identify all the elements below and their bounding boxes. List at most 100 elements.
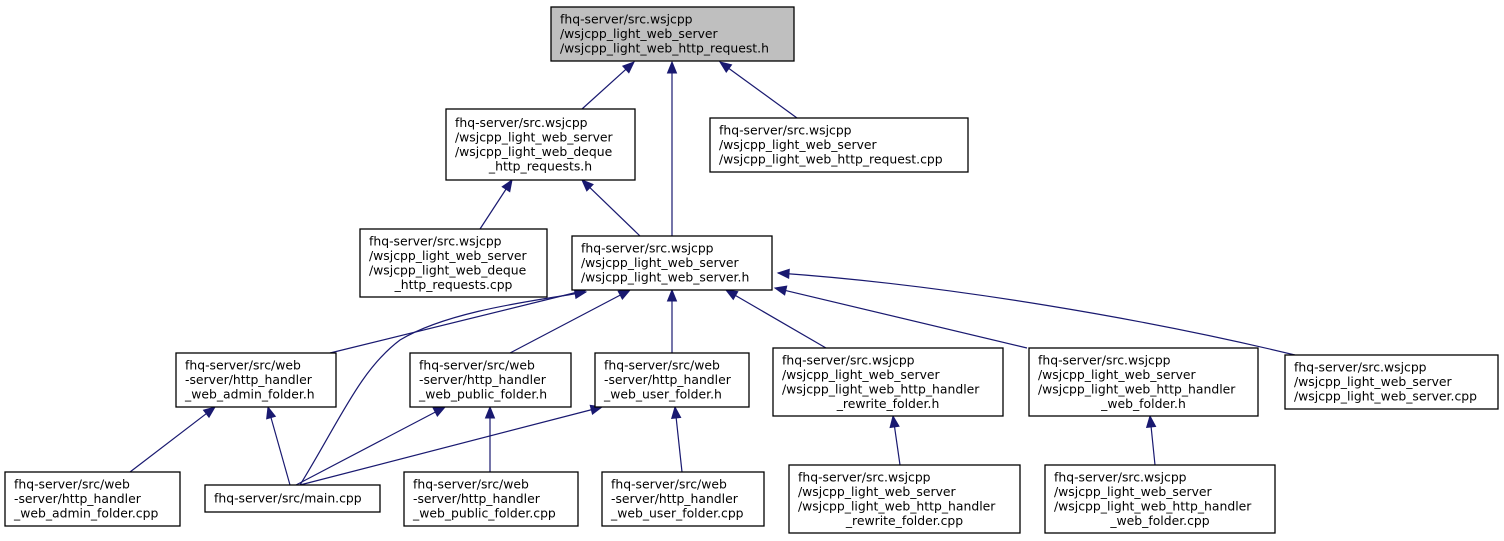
node-user-cpp[interactable]: fhq-server/src/web-server/http_handler_w…: [601, 471, 765, 527]
arrowhead-icon: [718, 61, 733, 74]
edge-line: [509, 294, 622, 354]
node-deque-h[interactable]: fhq-server/src.wsjcpp/wsjcpp_light_web_s…: [445, 108, 636, 181]
node-public-h[interactable]: fhq-server/src/web-server/http_handler_w…: [409, 352, 572, 408]
node-label-line: /wsjcpp_light_web_server: [369, 248, 528, 263]
arrowhead-icon: [671, 405, 682, 419]
node-label-line: fhq-server/src.wsjcpp: [581, 241, 714, 256]
node-label-line: -server/http_handler: [419, 372, 547, 387]
node-label-line: -server/http_handler: [185, 372, 313, 387]
edge-line: [581, 68, 627, 110]
node-label-line: _http_requests.cpp: [394, 277, 513, 292]
node-label-line: _rewrite_folder.cpp: [845, 513, 963, 528]
edge-rewrite-cpp-to-rewrite-h: [889, 414, 901, 466]
arrowhead-icon: [617, 289, 632, 300]
edge-line: [777, 272, 1296, 356]
node-box: [409, 352, 572, 408]
node-label-line: -server/http_handler: [611, 491, 739, 506]
node-label-line: _web_public_folder.h: [418, 387, 547, 402]
edge-main-cpp-to-admin-h: [266, 405, 291, 486]
edge-line: [1150, 425, 1156, 466]
node-public-cpp[interactable]: fhq-server/src/web-server/http_handler_w…: [403, 471, 579, 527]
node-label-line: /wsjcpp_light_web_server: [798, 484, 957, 499]
node-label-line: fhq-server/src.wsjcpp: [1054, 469, 1187, 484]
edge-line: [727, 67, 798, 119]
node-label-line: fhq-server/src.wsjcpp: [1038, 352, 1171, 367]
node-deque-cpp[interactable]: fhq-server/src.wsjcpp/wsjcpp_light_web_s…: [359, 228, 548, 298]
node-label-line: fhq-server/src/web: [604, 358, 720, 373]
node-server-cpp[interactable]: fhq-server/src.wsjcpp/wsjcpp_light_web_s…: [1284, 354, 1499, 410]
node-label-line: /wsjcpp_light_web_server: [1054, 484, 1213, 499]
edge-line: [588, 186, 641, 237]
arrowhead-icon: [484, 405, 496, 419]
node-rewrite-cpp[interactable]: fhq-server/src.wsjcpp/wsjcpp_light_web_s…: [788, 464, 1021, 534]
node-box: [1044, 464, 1276, 534]
node-label-line: _web_admin_folder.h: [184, 387, 315, 402]
node-box: [204, 484, 381, 513]
edge-line: [675, 416, 683, 473]
node-label-line: /wsjcpp_light_web_deque: [455, 144, 612, 159]
arrowhead-icon: [432, 406, 447, 417]
node-label-line: /wsjcpp_light_web_deque: [369, 262, 526, 277]
edge-deque-cpp-to-deque-h: [479, 178, 513, 230]
edge-user-h-to-server-h: [666, 288, 678, 353]
node-label-line: /wsjcpp_light_web_server: [1038, 367, 1197, 382]
node-label-line: fhq-server/src/web: [611, 477, 727, 492]
node-label-line: fhq-server/src/web: [419, 358, 535, 373]
node-label-line: /wsjcpp_light_web_server: [719, 137, 878, 152]
node-label-line: _web_user_folder.cpp: [610, 506, 744, 521]
node-box: [571, 235, 773, 291]
edge-admin-cpp-to-admin-h: [129, 406, 217, 473]
node-root[interactable]: fhq-server/src.wsjcpp/wsjcpp_light_web_s…: [550, 6, 795, 62]
edge-line: [893, 425, 901, 466]
arrowhead-icon: [776, 268, 790, 280]
node-admin-cpp[interactable]: fhq-server/src/web-server/http_handler_w…: [4, 471, 181, 527]
node-http-request-cpp[interactable]: fhq-server/src.wsjcpp/wsjcpp_light_web_s…: [709, 117, 969, 173]
node-webfolder-h[interactable]: fhq-server/src.wsjcpp/wsjcpp_light_web_s…: [1028, 347, 1259, 417]
edge-line: [299, 408, 593, 486]
node-label-line: fhq-server/src.wsjcpp: [369, 233, 502, 248]
edge-public-cpp-to-public-h: [484, 405, 496, 472]
arrowhead-icon: [573, 288, 588, 300]
node-label-line: /wsjcpp_light_web_http_handler: [798, 498, 996, 513]
arrowhead-icon: [773, 285, 788, 296]
edge-server-cpp-to-server-h: [776, 268, 1296, 356]
node-label-line: /wsjcpp_light_web_server: [581, 255, 740, 270]
edge-user-cpp-to-user-h: [671, 405, 683, 473]
node-label-line: /wsjcpp_light_web_http_handler: [782, 381, 980, 396]
node-server-h[interactable]: fhq-server/src.wsjcpp/wsjcpp_light_web_s…: [571, 235, 773, 291]
arrowhead-icon: [666, 60, 678, 74]
node-label-line: /wsjcpp_light_web_server: [1294, 374, 1453, 389]
edge-line: [784, 289, 1028, 349]
edges-layer: [129, 60, 1296, 486]
node-label-line: fhq-server/src/web: [14, 477, 130, 492]
node-label-line: _web_folder.cpp: [1109, 513, 1209, 528]
node-label-line: fhq-server/src.wsjcpp: [719, 123, 852, 138]
node-label-line: fhq-server/src.wsjcpp: [798, 469, 931, 484]
node-label-line: /wsjcpp_light_web_http_request.h: [560, 41, 769, 56]
node-box: [403, 471, 579, 527]
edge-rewrite-h-to-server-h: [724, 289, 827, 349]
node-box: [788, 464, 1021, 534]
node-label-line: /wsjcpp_light_web_server: [455, 129, 614, 144]
edge-webfolder-cpp-to-webfolder-h: [1145, 414, 1157, 466]
node-webfolder-cpp[interactable]: fhq-server/src.wsjcpp/wsjcpp_light_web_s…: [1044, 464, 1276, 534]
node-box: [550, 6, 795, 62]
node-label-line: _web_public_folder.cpp: [412, 506, 556, 521]
node-rewrite-h[interactable]: fhq-server/src.wsjcpp/wsjcpp_light_web_s…: [772, 347, 1004, 417]
node-user-h[interactable]: fhq-server/src/web-server/http_handler_w…: [594, 352, 750, 408]
node-admin-h[interactable]: fhq-server/src/web-server/http_handler_w…: [175, 352, 337, 408]
arrowhead-icon: [621, 61, 635, 74]
node-label-line: _web_user_folder.h: [603, 387, 722, 402]
node-label-line: /wsjcpp_light_web_http_handler: [1054, 498, 1252, 513]
node-label-line: _rewrite_folder.h: [836, 396, 940, 411]
node-label-line: /wsjcpp_light_web_http_request.cpp: [719, 152, 943, 167]
node-label-line: _web_folder.h: [1100, 396, 1186, 411]
node-box: [359, 228, 548, 298]
node-label-line: fhq-server/src/main.cpp: [214, 491, 362, 506]
node-label-line: fhq-server/src.wsjcpp: [1294, 360, 1427, 375]
node-label-line: fhq-server/src.wsjcpp: [455, 115, 588, 130]
node-main-cpp[interactable]: fhq-server/src/main.cpp: [204, 484, 381, 513]
node-label-line: /wsjcpp_light_web_http_handler: [1038, 381, 1236, 396]
node-label-line: fhq-server/src/web: [185, 358, 301, 373]
node-label-line: fhq-server/src/web: [413, 477, 529, 492]
